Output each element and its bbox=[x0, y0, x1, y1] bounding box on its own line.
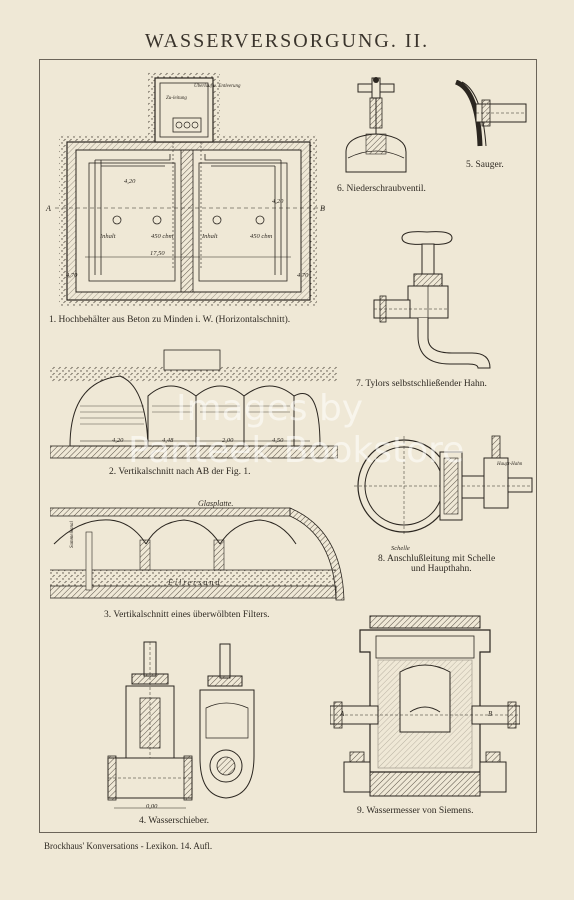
fig9-label-a: A bbox=[340, 710, 345, 718]
fig3-vaulted-filter bbox=[50, 507, 345, 601]
fig9-label-b: B bbox=[488, 710, 493, 718]
fig1-dim-width: 17,50 bbox=[150, 250, 165, 257]
fig1-caption: 1. Hochbehälter aus Beton zu Minden i. W… bbox=[49, 315, 291, 325]
fig2-dim-1: 4,20 bbox=[112, 437, 124, 444]
fig3-label-glasplatte: Glasplatte. bbox=[198, 499, 234, 508]
fig1-label-zuleitung: Zu-leitung bbox=[166, 96, 187, 101]
fig1-inhalt-left: Inhalt bbox=[100, 233, 116, 240]
fig8-label-schelle: Schelle bbox=[391, 545, 410, 552]
fig1-dim-bottom-left: 4,70 bbox=[66, 272, 78, 279]
fig4-gate-valve bbox=[107, 641, 255, 809]
fig2-dim-2: 4,48 bbox=[162, 437, 174, 444]
fig8-label-haupthahn: Haupt-Hahn bbox=[497, 462, 523, 467]
fig2-dim-3: 2,00 bbox=[222, 437, 234, 444]
fig6-caption: 6. Niederschraubventil. bbox=[337, 184, 426, 194]
fig2-caption: 2. Vertikalschnitt nach AB der Fig. 1. bbox=[109, 467, 251, 477]
fig7-caption: 7. Tylors selbstschließender Hahn. bbox=[356, 379, 487, 389]
fig1-reservoir-plan bbox=[55, 72, 325, 307]
fig1-dim-bottom-right: 4,70 bbox=[297, 272, 309, 279]
fig9-caption: 9. Wassermesser von Siemens. bbox=[357, 806, 474, 816]
fig8-caption-line2: und Haupthahn. bbox=[411, 564, 472, 574]
fig8-service-connection bbox=[354, 435, 533, 536]
fig1-dim-right-height: 4,20 bbox=[272, 198, 284, 205]
fig2-dim-4: 4,50 bbox=[272, 437, 284, 444]
fig6-screw-down-valve bbox=[345, 77, 407, 173]
fig5-strainer bbox=[454, 80, 527, 147]
fig3-label-filtersand: Filtersand bbox=[168, 578, 222, 587]
fig1-dim-left-height: 4,20 bbox=[124, 178, 136, 185]
plate-frame bbox=[39, 59, 537, 833]
fig9-water-meter bbox=[330, 615, 520, 797]
fig1-inhalt-right: Inhalt bbox=[202, 233, 218, 240]
fig8-caption-line1: 8. Anschlußleitung mit Schelle bbox=[378, 554, 496, 564]
fig1-label-a: A bbox=[46, 204, 51, 213]
fig2-vertical-section bbox=[50, 349, 338, 459]
fig4-caption: 4. Wasserschieber. bbox=[139, 816, 210, 826]
fig1-volume-left: 450 cbm bbox=[151, 233, 174, 240]
fig1-label-ueberlauf: Überlauf u. Entleerung bbox=[194, 84, 241, 89]
fig5-caption: 5. Sauger. bbox=[466, 160, 504, 170]
fig3-caption: 3. Vertikalschnitt eines überwölbten Fil… bbox=[104, 610, 270, 620]
footer-source: Brockhaus' Konversations - Lexikon. 14. … bbox=[44, 841, 213, 851]
fig3-label-sammelkanal: Sammelkanal bbox=[70, 521, 75, 548]
page-title: WASSERVERSORGUNG. II. bbox=[144, 30, 430, 52]
fig4-dim: 0,00 bbox=[146, 803, 158, 810]
fig7-self-closing-tap bbox=[373, 231, 491, 369]
fig1-volume-right: 450 cbm bbox=[250, 233, 273, 240]
fig1-label-b: B bbox=[320, 204, 325, 213]
